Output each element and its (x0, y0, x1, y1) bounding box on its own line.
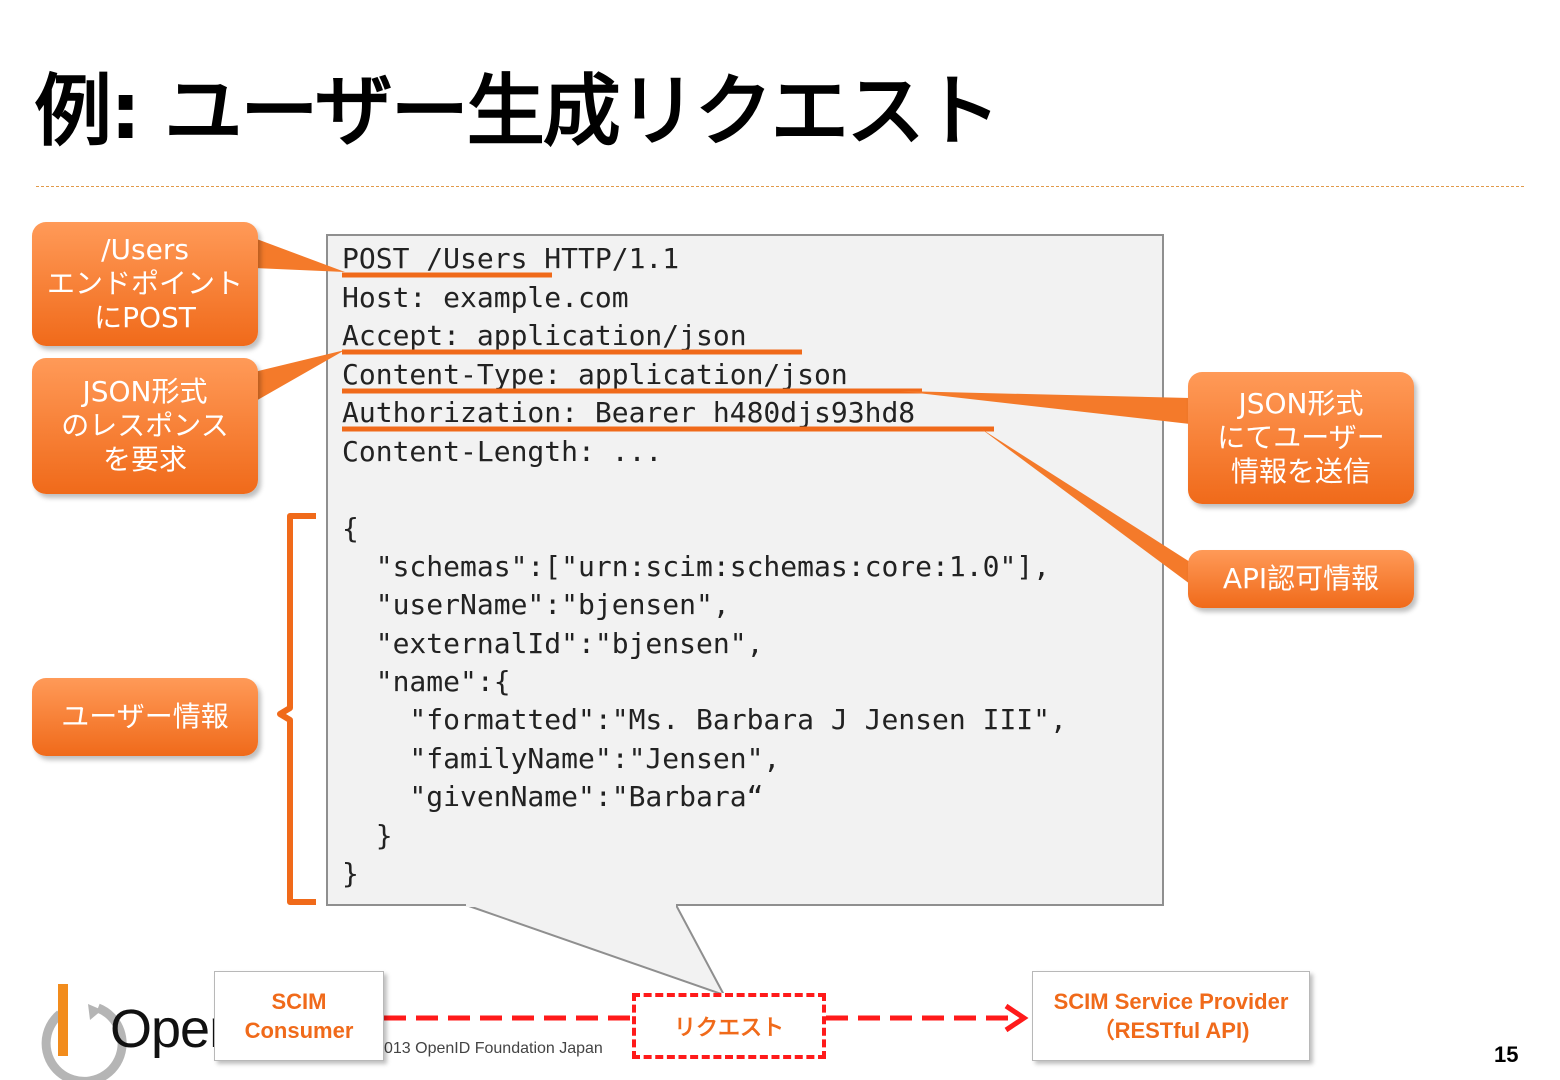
callout-users-endpoint: /Users エンドポイント にPOST (32, 222, 258, 346)
scim-consumer-box: SCIM Consumer (214, 971, 384, 1061)
callout-user-info: ユーザー情報 (32, 678, 258, 756)
code-line: "schemas":["urn:scim:schemas:core:1.0"], (342, 550, 1051, 583)
code-line: "userName":"bjensen", (342, 588, 730, 621)
code-line: Accept: application/json (342, 319, 747, 352)
code-line: Host: example.com (342, 281, 629, 314)
flow-box-label: Consumer (244, 1018, 354, 1043)
arrow-head-icon (1004, 1003, 1029, 1033)
flow-box-label: SCIM Service Provider (1053, 989, 1289, 1014)
code-line: "givenName":"Barbara“ (342, 780, 764, 813)
callout-json-send: JSON形式 にてユーザー 情報を送信 (1188, 372, 1414, 504)
code-line: Content-Type: application/json (342, 358, 848, 391)
callout-text: JSON形式 (1238, 387, 1364, 420)
code-line: "familyName":"Jensen", (342, 742, 781, 775)
callout-text: API認可情報 (1222, 562, 1380, 595)
callout-text: のレスポンス (61, 409, 229, 442)
code-line: Authorization: Bearer h480djs93hd8 (342, 396, 916, 429)
page-number: 15 (1494, 1042, 1519, 1067)
callout-text: ユーザー情報 (61, 700, 229, 733)
code-line: { (342, 512, 359, 545)
code-line: "externalId":"bjensen", (342, 627, 764, 660)
pointer-api-auth (980, 428, 1190, 584)
callout-text: /Users (101, 233, 189, 266)
speech-bubble-tail (465, 904, 727, 997)
title-divider (36, 186, 1524, 187)
callout-text: JSON形式 (82, 375, 208, 408)
pointer-users-endpoint (254, 238, 345, 272)
code-line: "name":{ (342, 665, 511, 698)
callout-text: 情報を送信 (1230, 455, 1371, 488)
scim-service-provider-box: SCIM Service Provider （RESTful API) (1032, 971, 1310, 1061)
code-line: "formatted":"Ms. Barbara J Jensen III", (342, 703, 1067, 736)
request-label: リクエスト (673, 1016, 784, 1041)
callout-api-auth: API認可情報 (1188, 550, 1414, 608)
callout-text: エンドポイント (46, 267, 243, 300)
user-info-brace (277, 513, 316, 905)
callout-text: にPOST (94, 301, 196, 334)
http-request-code-box (326, 234, 1164, 906)
code-line: Content-Length: ... (342, 435, 663, 468)
flow-box-label: SCIM (271, 989, 327, 1014)
flow-box-label: （RESTful API) (1092, 1018, 1250, 1043)
copyright-text: 013 OpenID Foundation Japan (384, 1040, 603, 1057)
openid-logo-text: Open (110, 999, 214, 1059)
pointer-json-response (254, 350, 345, 402)
pointer-json-send (900, 391, 1190, 424)
code-line: } (342, 857, 359, 890)
callout-text: にてユーザー (1217, 421, 1385, 454)
code-line: POST /Users HTTP/1.1 (342, 242, 680, 275)
request-box: リクエスト (632, 993, 826, 1059)
callout-text: を要求 (102, 443, 187, 476)
slide-title: 例: ユーザー生成リクエスト (34, 67, 1001, 157)
openid-logo-icon (41, 1003, 127, 1080)
code-line: } (342, 819, 393, 852)
callout-json-response: JSON形式 のレスポンス を要求 (32, 358, 258, 494)
